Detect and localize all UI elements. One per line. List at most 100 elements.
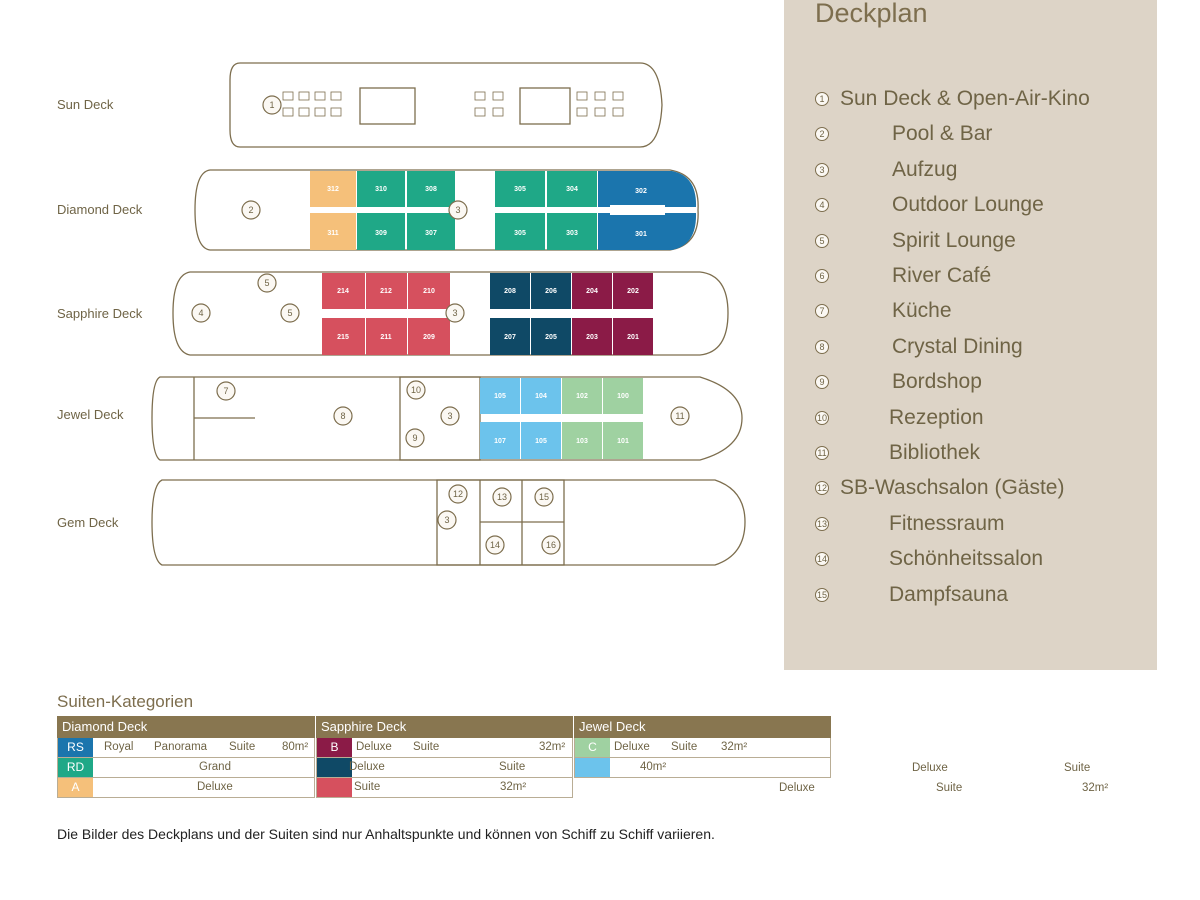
category-cell: Deluxe: [349, 761, 385, 773]
legend-label: River Café: [892, 264, 992, 287]
room-number: 107: [494, 438, 506, 445]
legend-number-icon: 2: [815, 127, 829, 142]
svg-text:16: 16: [546, 540, 556, 550]
legend-label: Küche: [892, 299, 952, 323]
legend-item: 14 Schönheitssalon: [815, 544, 1043, 574]
category-code: RD: [58, 758, 93, 777]
legend-label: Bordshop: [892, 370, 982, 394]
legend-number-icon: 5: [815, 233, 829, 248]
legend-item: 5 Spirit Lounge: [815, 226, 1016, 256]
room-number: 308: [425, 186, 437, 193]
svg-text:3: 3: [444, 515, 449, 525]
room-number: 205: [545, 334, 557, 341]
legend-number-icon: 6: [815, 269, 829, 283]
room-number: 208: [504, 288, 516, 295]
legend-label: Spirit Lounge: [892, 228, 1016, 252]
legend-label: Crystal Dining: [892, 334, 1023, 358]
svg-text:12: 12: [453, 489, 463, 499]
category-cell: Deluxe: [197, 781, 233, 793]
deck-label-sun: Sun Deck: [57, 97, 114, 112]
legend-number-icon: 4: [815, 198, 829, 213]
category-row: B Deluxe Suite 32m²: [316, 738, 573, 758]
room-number: 103: [576, 438, 588, 445]
svg-text:13: 13: [497, 492, 507, 502]
categories-title: Suiten-Kategorien: [57, 692, 194, 711]
room-number: 312: [327, 186, 339, 193]
category-cell: Suite: [413, 741, 440, 753]
legend-item: 7 Küche: [815, 296, 952, 326]
room-number: 207: [504, 334, 516, 341]
sidebar-title: Deckplan: [815, 0, 928, 28]
category-cell: Suite: [229, 741, 256, 753]
category-header-diamond: Diamond Deck: [57, 716, 315, 738]
category-code: RS: [58, 738, 93, 757]
svg-text:11: 11: [675, 411, 684, 421]
legend-label: Outdoor Lounge: [892, 193, 1044, 217]
legend-label: Bibliothek: [889, 441, 981, 464]
category-overflow-text: Suite: [1064, 762, 1091, 774]
room-number: 301: [635, 231, 647, 238]
room-number: 201: [627, 334, 639, 341]
category-row: 40m²: [574, 758, 831, 778]
category-cell: 80m²: [282, 741, 309, 753]
svg-text:5: 5: [287, 308, 292, 318]
legend-number-icon: 12: [815, 481, 829, 496]
category-cell: 32m²: [500, 781, 527, 793]
legend-number-icon: 9: [815, 375, 829, 390]
room-number: 309: [375, 230, 387, 237]
legend-number-icon: 13: [815, 516, 829, 531]
legend-number-icon: 7: [815, 304, 829, 319]
legend-item: 13 Fitnessraum: [815, 509, 1005, 539]
svg-text:4: 4: [198, 308, 203, 318]
deck-label-diamond: Diamond Deck: [57, 202, 143, 217]
legend-number-icon: 14: [815, 552, 829, 567]
legend-number-icon: 15: [815, 587, 829, 602]
category-cell: Panorama: [154, 741, 208, 753]
category-header-jewel: Jewel Deck: [574, 716, 831, 738]
legend-label: Schönheitssalon: [889, 547, 1044, 571]
category-code: [575, 758, 610, 777]
jewel-deck-outline: [151, 376, 743, 461]
legend-label: SB-Waschsalon (Gäste): [840, 476, 1065, 500]
deck-plan-diagram: 312 310 308 305 304 302 311 309 307 305 …: [151, 62, 746, 566]
svg-text:3: 3: [455, 205, 460, 215]
category-cell: 32m²: [721, 741, 748, 753]
category-cell: 40m²: [640, 761, 667, 773]
deck-label-sapphire: Sapphire Deck: [57, 306, 143, 321]
category-overflow-text: Suite: [936, 782, 963, 794]
room-number: 206: [545, 288, 557, 295]
svg-text:7: 7: [223, 386, 228, 396]
category-cell: Royal: [104, 741, 134, 753]
legend-number-icon: 1: [815, 92, 829, 106]
legend-number-icon: 3: [815, 162, 829, 177]
category-code: [317, 778, 352, 797]
room-number: 212: [380, 288, 392, 295]
legend-label: Rezeption: [889, 405, 984, 429]
category-overflow-text: 32m²: [1082, 782, 1109, 794]
legend-item: 9 Bordshop: [815, 367, 982, 397]
room-number: 304: [566, 186, 578, 193]
legend-label: Fitnessraum: [889, 511, 1005, 535]
room-number: 305: [514, 186, 526, 193]
category-row: A Deluxe: [57, 778, 315, 798]
category-cell: Suite: [499, 761, 526, 773]
room-number: 214: [337, 288, 349, 295]
gem-deck-outline: [151, 479, 746, 566]
category-overflow-text: Deluxe: [912, 762, 948, 774]
svg-text:14: 14: [490, 540, 500, 550]
svg-text:10: 10: [411, 385, 421, 395]
room-number: 302: [635, 188, 647, 195]
sapphire-deck-outline: [172, 271, 729, 356]
svg-text:8: 8: [340, 411, 345, 421]
category-row: RD Grand: [57, 758, 315, 778]
legend-item: 12 SB-Waschsalon (Gäste): [815, 473, 1064, 503]
category-code: A: [58, 778, 93, 797]
room-number: 101: [617, 438, 629, 445]
legend-item: 4 Outdoor Lounge: [815, 190, 1044, 220]
room-number: 104: [535, 393, 547, 400]
svg-text:9: 9: [412, 433, 417, 443]
